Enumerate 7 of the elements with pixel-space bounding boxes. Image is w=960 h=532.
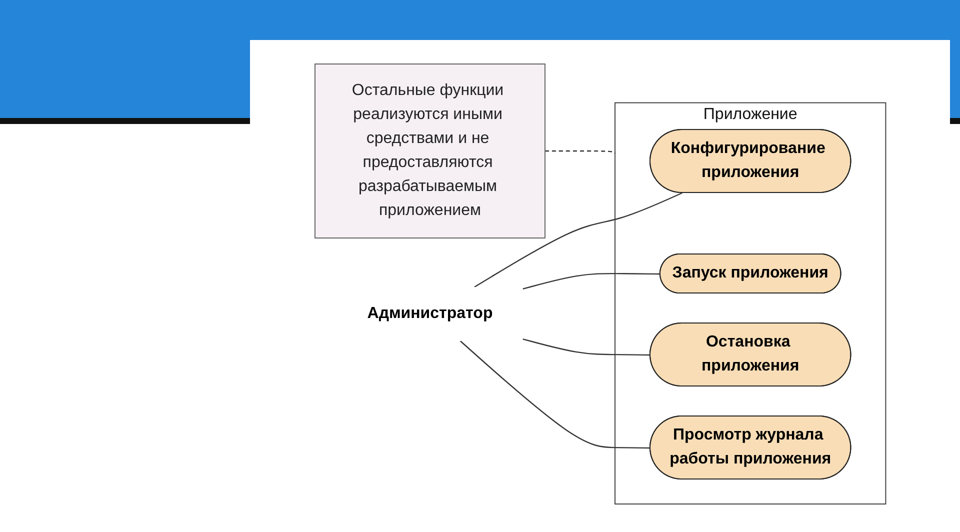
connector: [522, 338, 650, 356]
node-box: Остальные функции реализуются иными средствами и не предоставляются разрабатываемым приложением: [314, 64, 546, 238]
connector: [474, 192, 682, 288]
connector: [522, 272, 660, 290]
connector: [460, 340, 650, 449]
node-text: Администратор: [366, 305, 492, 322]
connector: [544, 150, 616, 154]
